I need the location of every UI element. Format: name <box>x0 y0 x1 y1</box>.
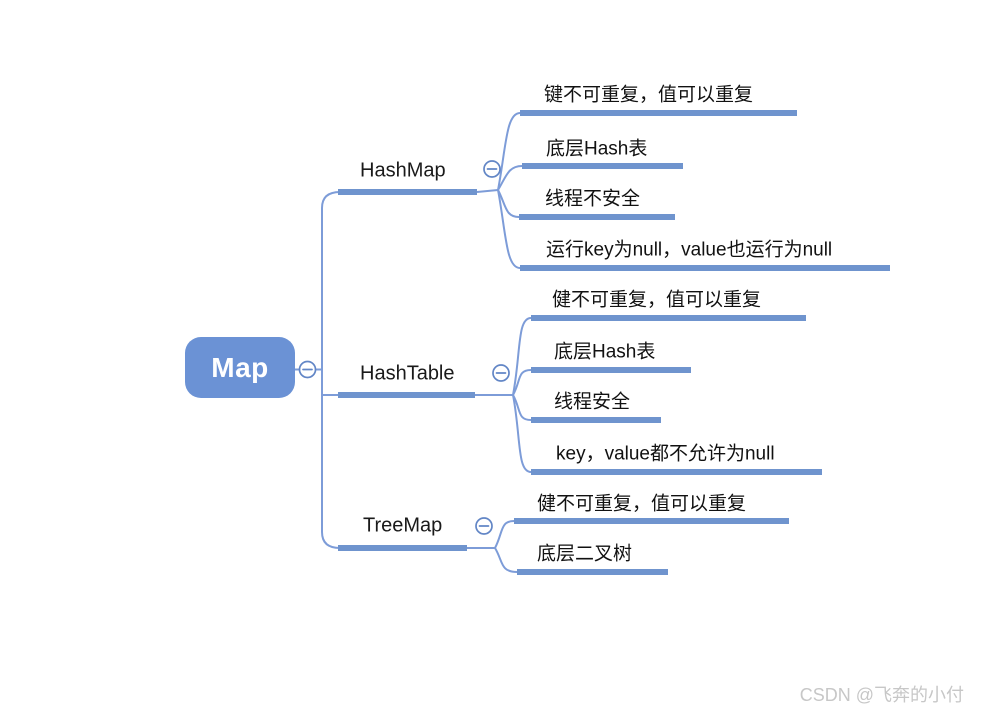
hashmap-leaf2-curve <box>497 165 523 191</box>
root-node-label: Map <box>211 351 269 383</box>
hashmap-collapse-toggle[interactable] <box>483 160 501 178</box>
leaf-node-label[interactable]: 线程不安全 <box>545 188 641 210</box>
treemap-collapse-toggle[interactable] <box>475 517 493 535</box>
leaf-node-label[interactable]: 健不可重复，值可以重复 <box>537 493 747 515</box>
leaf-node-label[interactable]: 键不可重复，值可以重复 <box>544 84 754 106</box>
hashtable-leaf3-curve <box>512 394 532 421</box>
hashmap-leaf4-curve <box>497 189 521 269</box>
leaf-node-label[interactable]: 运行key为null，value也运行为null <box>546 239 833 261</box>
hashtable-leaf4-curve <box>512 394 532 473</box>
hashtable-leaf2-curve <box>512 369 532 396</box>
leaf-node-label[interactable]: 底层二叉树 <box>537 543 633 565</box>
hashtable-collapse-toggle[interactable] <box>492 364 510 382</box>
leaf-node-label[interactable]: 线程安全 <box>554 391 631 413</box>
branch-node-treemap[interactable]: TreeMap <box>363 514 443 537</box>
treemap-leaf2-curve <box>494 547 518 573</box>
treemap-leaf1-curve <box>494 520 515 549</box>
leaf-node-label[interactable]: 底层Hash表 <box>554 341 656 363</box>
leaf-node-label[interactable]: key，value都不允许为null <box>556 443 775 465</box>
hashmap-fork-stub <box>476 189 499 193</box>
root-node-map[interactable]: Map <box>185 337 295 398</box>
leaf-node-label[interactable]: 健不可重复，值可以重复 <box>552 289 762 311</box>
root-collapse-toggle[interactable] <box>298 360 317 379</box>
branch-node-hashtable[interactable]: HashTable <box>360 362 455 385</box>
leaf-node-label[interactable]: 底层Hash表 <box>546 138 648 160</box>
hashmap-leaf1-curve <box>497 112 521 191</box>
hashmap-leaf3-curve <box>497 189 520 218</box>
csdn-watermark: CSDN @飞奔的小付 <box>799 685 964 705</box>
branch-node-hashmap[interactable]: HashMap <box>360 159 446 182</box>
trunk-line <box>321 191 341 549</box>
hashtable-leaf1-curve <box>512 317 532 396</box>
